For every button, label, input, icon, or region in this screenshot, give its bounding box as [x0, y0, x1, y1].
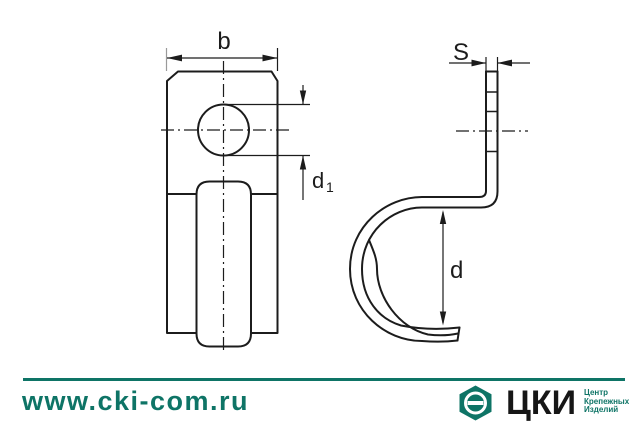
- cki-logo: ЦКИ Центр Крепежных Изделий: [458, 385, 629, 421]
- dim-d: d: [439, 210, 463, 326]
- logo-slot: [467, 401, 484, 405]
- plate-outline: [166, 70, 279, 334]
- dim-d1-arrow-top: [299, 90, 307, 105]
- dim-d1-label-sub: 1: [326, 179, 334, 195]
- dim-s-arrow-right: [497, 59, 512, 67]
- front-view-centerlines: [161, 61, 290, 354]
- dim-b-arrow-right: [262, 54, 278, 62]
- curl-front-outline: [195, 180, 252, 348]
- strip-end-face: [456, 326, 461, 342]
- strip-inner-contour: [361, 70, 499, 330]
- dim-d1-arrow-bottom: [299, 155, 307, 170]
- logo-caption-line-1: Центр: [584, 388, 609, 397]
- strip-outer-contour: [349, 70, 487, 343]
- logo-caption-line-2: Крепежных: [584, 396, 630, 406]
- logo-ring: [464, 391, 487, 415]
- side-view: [349, 70, 499, 343]
- dim-s-label: S: [453, 39, 469, 66]
- dim-d-arrow-bottom: [439, 311, 447, 326]
- dim-d1: d 1: [223, 85, 334, 200]
- cki-logo-icon: [459, 385, 492, 421]
- footer-accent-rule: [23, 378, 625, 381]
- dim-s-arrow-left: [471, 59, 486, 67]
- clamp-technical-drawing: b d 1: [161, 28, 530, 354]
- strip-far-edge-line: [368, 239, 459, 337]
- front-view: [166, 70, 279, 348]
- dim-b: b: [165, 28, 279, 71]
- logo-caption-line-3: Изделий: [584, 405, 619, 415]
- dim-d1-label: d: [312, 168, 324, 193]
- dim-b-label: b: [217, 28, 230, 55]
- logo-abbr-text: ЦКИ: [506, 384, 577, 422]
- tab-tick-marks: [485, 91, 499, 153]
- dim-d-arrow-top: [439, 210, 447, 224]
- logo-caption: Центр Крепежных Изделий: [584, 388, 630, 415]
- website-url: www.cki-com.ru: [22, 386, 250, 416]
- dim-b-arrow-left: [167, 54, 182, 62]
- dim-s: S: [449, 39, 530, 71]
- dim-d-label: d: [450, 257, 463, 284]
